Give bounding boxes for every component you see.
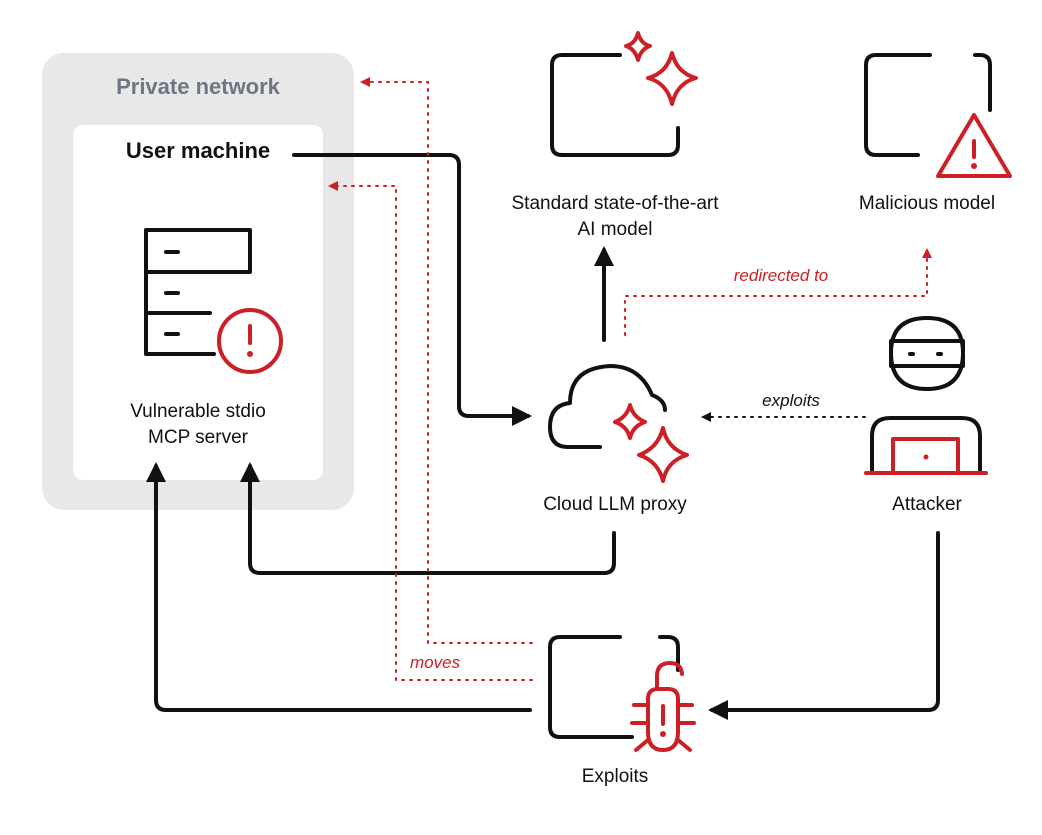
exploits-label: Exploits: [582, 766, 649, 787]
bug-unlocked-icon: [548, 635, 696, 752]
ai-sparkle-frame-icon: [550, 31, 698, 157]
user-machine-label: User machine: [126, 138, 270, 163]
warning-triangle-icon: [864, 53, 1012, 178]
edge-exploits-to-mcp-server: [146, 462, 532, 712]
edge-moves-inner: [328, 181, 533, 681]
cloud-proxy-label: Cloud LLM proxy: [543, 494, 687, 515]
edge-label-exploits: exploits: [762, 391, 820, 410]
edge-user-machine-to-proxy: [292, 153, 532, 426]
standard-model-label-line2: AI model: [578, 219, 653, 240]
edge-proxy-to-mcp-server: [240, 462, 616, 575]
edge-proxy-redirected-to-malicious: [624, 248, 932, 336]
standard-model-label-line1: Standard state-of-the-art: [512, 193, 720, 214]
hacker-laptop-icon: [864, 316, 988, 475]
mcp-server-label-line2: MCP server: [148, 427, 249, 448]
edge-moves-outer: [360, 77, 533, 644]
malicious-model-label: Malicious model: [859, 193, 995, 214]
edge-label-moves: moves: [410, 653, 461, 672]
user-machine-box: [73, 125, 323, 480]
edge-attacker-to-exploits: [708, 531, 940, 720]
private-network-label: Private network: [116, 74, 281, 99]
attacker-label: Attacker: [892, 494, 962, 515]
server-rack-alert-icon: [144, 228, 283, 374]
edge-label-redirected-to: redirected to: [734, 266, 829, 285]
mcp-server-label-line1: Vulnerable stdio: [130, 401, 266, 422]
cloud-sparkle-icon: [548, 364, 689, 483]
